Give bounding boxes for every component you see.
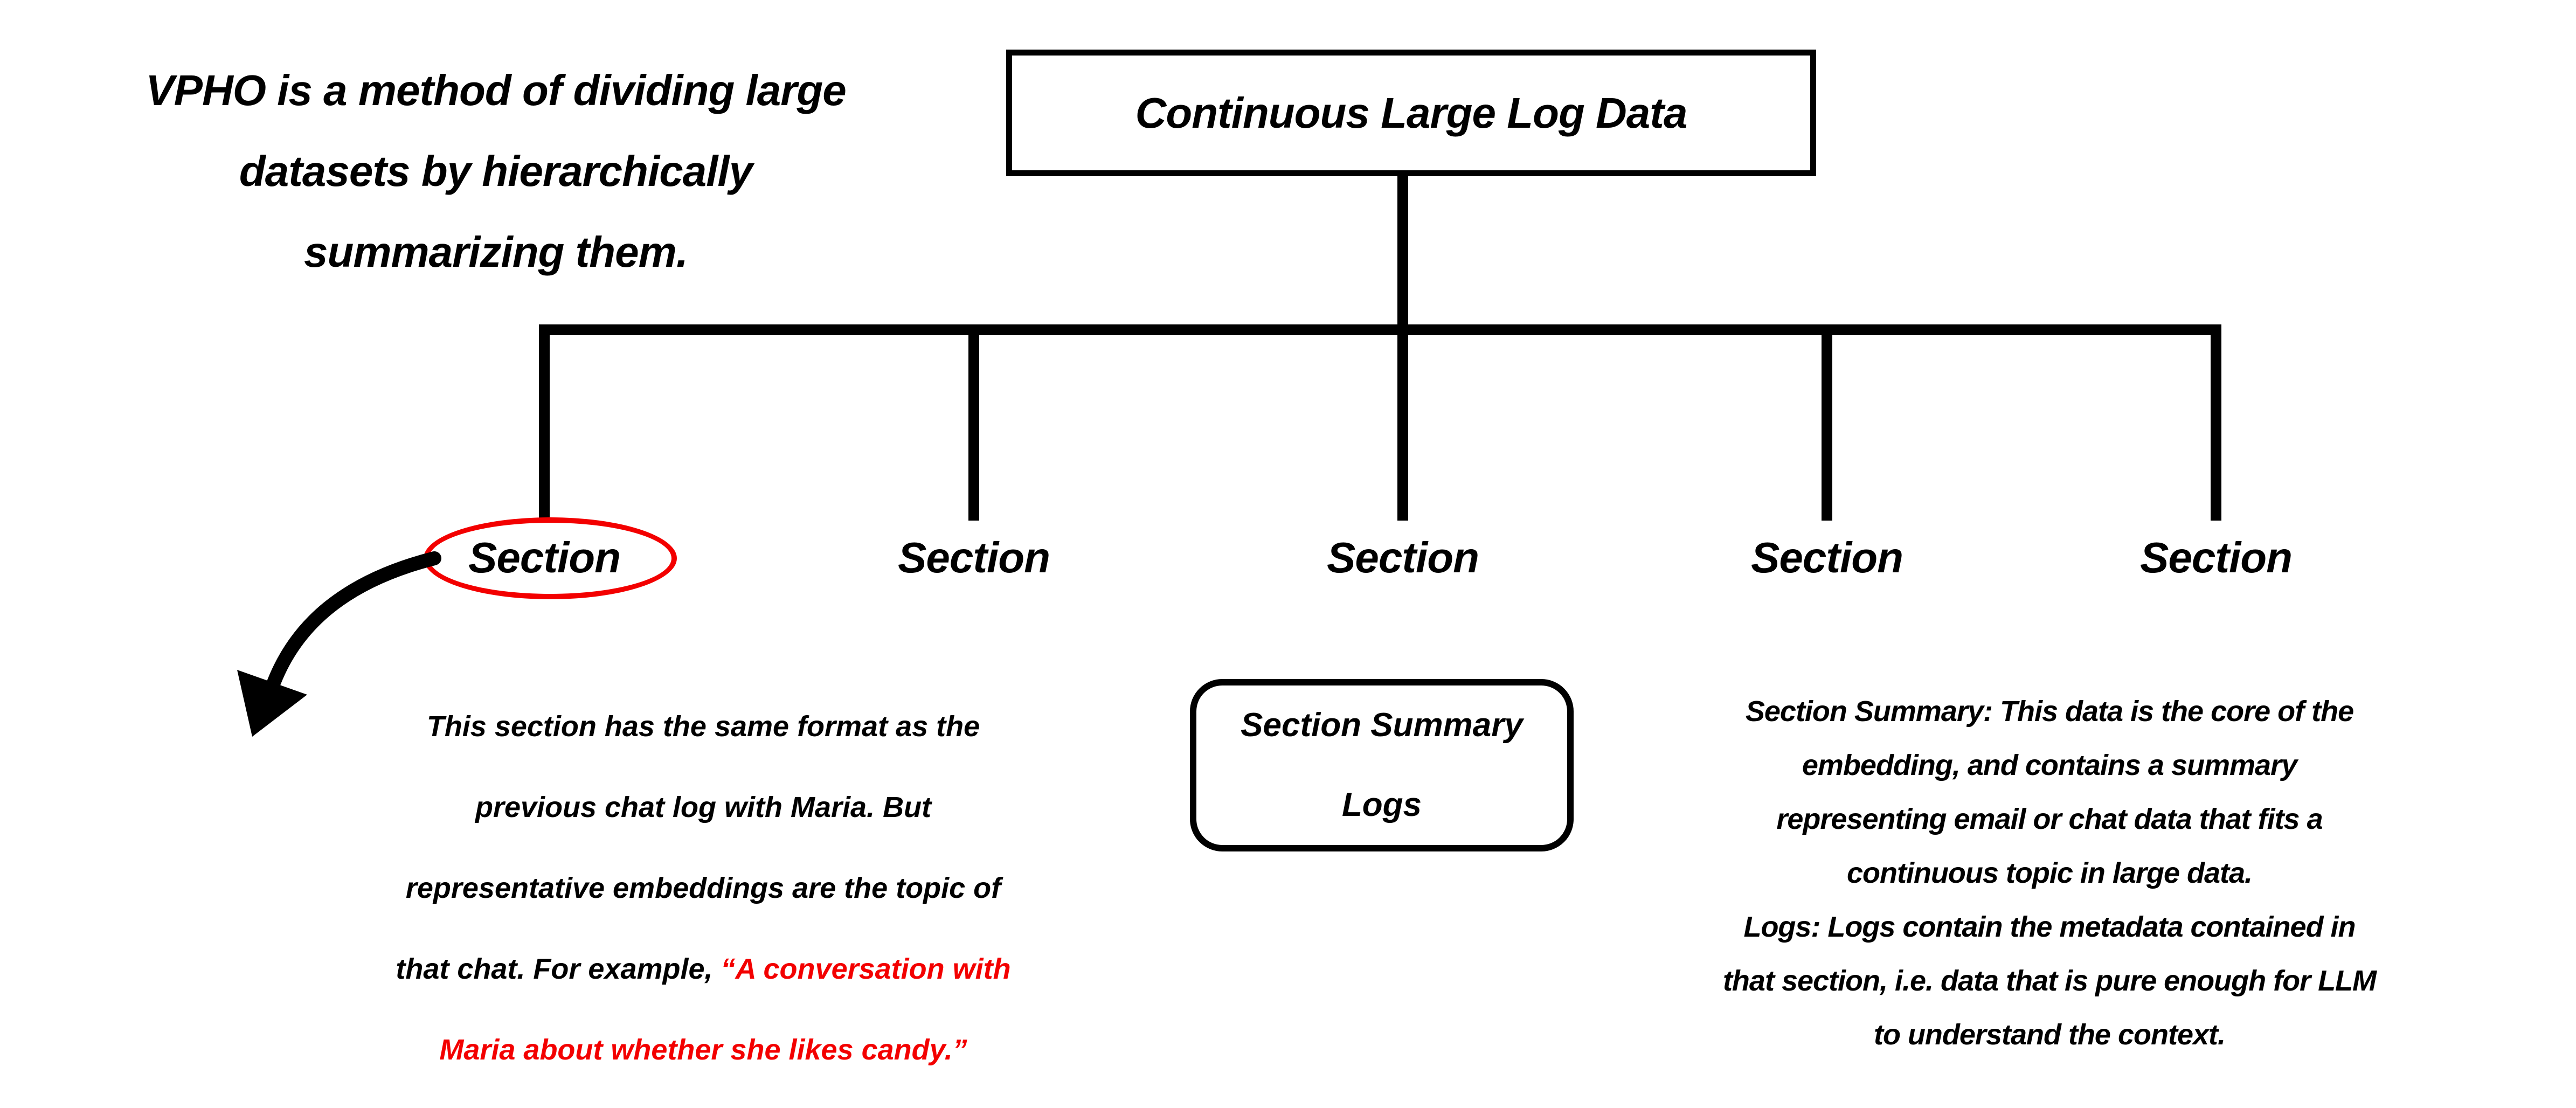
method-annotation: VPHO is a method of dividing large datas… bbox=[119, 50, 873, 293]
callout-line: that chat. For example, “A conversation … bbox=[326, 929, 1081, 1009]
section-contents-box: Section Summary Logs bbox=[1190, 679, 1574, 851]
section-label-4: Section bbox=[1751, 534, 1903, 581]
curved-arrow-head bbox=[237, 670, 307, 737]
legend-line: Section Summary: This data is the core o… bbox=[1745, 695, 2354, 728]
callout-line5-red: Maria about whether she likes candy.” bbox=[439, 1034, 967, 1066]
tree-connector-drop-5 bbox=[2211, 324, 2221, 521]
method-annotation-line: datasets by hierarchically bbox=[239, 147, 753, 195]
tree-connector-drop-4 bbox=[1822, 324, 1832, 521]
callout-line4-black: that chat. For example, bbox=[396, 953, 721, 985]
legend-line: embedding, and contains a summary bbox=[1802, 749, 2297, 781]
section-label-3: Section bbox=[1327, 534, 1479, 581]
tree-connector-bar bbox=[539, 324, 2221, 335]
callout-line4-red: “A conversation with bbox=[721, 953, 1011, 985]
method-annotation-line: summarizing them. bbox=[303, 228, 688, 276]
section-label-5: Section bbox=[2140, 534, 2293, 581]
legend-line: that section, i.e. data that is pure eno… bbox=[1722, 965, 2377, 997]
highlight-ellipse bbox=[424, 517, 677, 599]
section-example-callout: This section has the same format as the … bbox=[326, 686, 1081, 1090]
legend-line: to understand the context. bbox=[1873, 1019, 2226, 1051]
callout-line: This section has the same format as the bbox=[426, 710, 980, 743]
root-node-label: Continuous Large Log Data bbox=[1135, 89, 1688, 137]
tree-connector-drop-2 bbox=[968, 324, 979, 521]
section-label-2: Section bbox=[898, 534, 1050, 581]
section-contents-line-logs: Logs bbox=[1341, 786, 1422, 823]
legend-line: representing email or chat data that fit… bbox=[1776, 803, 2323, 835]
root-node-box: Continuous Large Log Data bbox=[1006, 50, 1816, 176]
tree-connector-drop-1 bbox=[539, 324, 550, 521]
tree-connector-drop-3 bbox=[1397, 324, 1408, 521]
curved-arrow-shaft bbox=[266, 551, 441, 692]
legend-line: continuous topic in large data. bbox=[1846, 857, 2253, 889]
callout-line: representative embeddings are the topic … bbox=[405, 872, 1001, 904]
callout-line: previous chat log with Maria. But bbox=[475, 791, 932, 823]
tree-connector-stem bbox=[1397, 174, 1408, 335]
method-annotation-line: VPHO is a method of dividing large bbox=[146, 66, 847, 114]
summary-logs-description: Section Summary: This data is the core o… bbox=[1629, 684, 2470, 1062]
section-contents-line-summary: Section Summary bbox=[1241, 707, 1523, 744]
legend-line: Logs: Logs contain the metadata containe… bbox=[1743, 911, 2356, 943]
